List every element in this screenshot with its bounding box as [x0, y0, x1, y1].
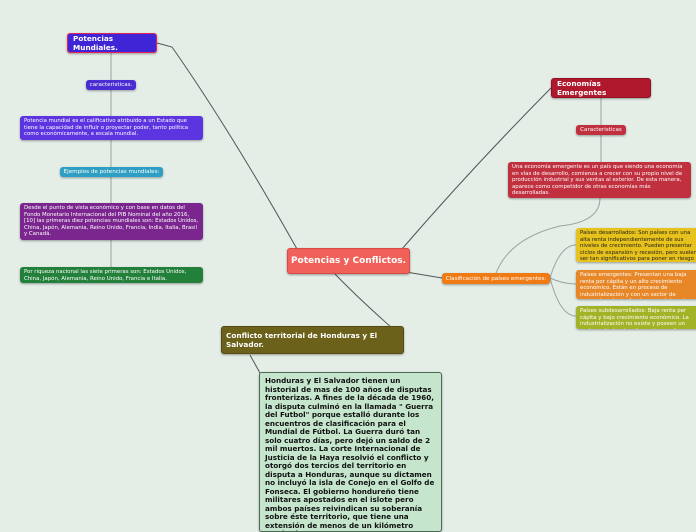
link-central-potencias [156, 42, 298, 250]
economia-emergente-definicion-text: Una economía emergente es un país que si… [512, 164, 683, 197]
link-emer-clas [495, 197, 601, 274]
potencias-mundiales-label: Potencias Mundiales. [73, 34, 118, 52]
ejemplos-node[interactable]: Ejemplos de potencias mundiales: [60, 167, 163, 177]
economias-emergentes-label: Economías Emergentes [557, 79, 607, 97]
riqueza-nacional-text: Por riqueza nacional las siete primeras … [24, 269, 187, 282]
diez-potencias-node[interactable]: Desde el punto de vista económico y con … [20, 203, 203, 240]
paises-subdesarrollados-node[interactable]: Países subdesarrollados: Baja renta per … [576, 306, 696, 329]
link-central-clasificacion [405, 271, 443, 279]
caracteristicas-eco-label: Caracteristicas [580, 127, 622, 133]
paises-emergentes-text: Países emergentes: Presentan una baja re… [580, 272, 688, 299]
caracteristicas-eco-node[interactable]: Caracteristicas [576, 125, 626, 135]
link-conflicto-honduras [249, 354, 261, 374]
diez-potencias-text: Desde el punto de vista económico y con … [24, 205, 199, 238]
conflicto-honduras-texto-node[interactable]: Honduras y El Salvador tienen un histori… [259, 372, 442, 532]
paises-desarrollados-node[interactable]: Países desarrollados: Son países con una… [576, 228, 696, 262]
riqueza-nacional-node[interactable]: Por riqueza nacional las siete primeras … [20, 267, 203, 283]
caracteristicas-label: caracteristicas. [89, 82, 133, 88]
link-clas-desa [549, 244, 577, 279]
potencias-mundiales-node[interactable]: Potencias Mundiales. [67, 33, 157, 53]
paises-emergentes-node[interactable]: Países emergentes: Presentan una baja re… [576, 270, 696, 299]
potencia-definicion-text: Potencia mundial es el calificativo atri… [24, 118, 189, 138]
ejemplos-label: Ejemplos de potencias mundiales: [63, 169, 160, 175]
clasificacion-label: Clasificación de países emergentes: [445, 275, 547, 282]
central-topic-label: Potencias y Conflictos. [290, 256, 407, 266]
link-clas-sub [549, 277, 577, 317]
paises-subdesarrollados-text: Países subdesarrollados: Baja renta per … [580, 308, 689, 329]
paises-desarrollados-text: Países desarrollados: Son países con una… [580, 230, 696, 262]
central-topic[interactable]: Potencias y Conflictos. [287, 248, 410, 274]
economias-emergentes-node[interactable]: Economías Emergentes [551, 78, 651, 98]
clasificacion-node[interactable]: Clasificación de países emergentes: [442, 273, 550, 284]
link-central-economias [401, 87, 552, 250]
conflicto-territorial-node[interactable]: Conflicto territorial de Honduras y El S… [221, 326, 404, 354]
conflicto-territorial-label: Conflicto territorial de Honduras y El S… [226, 331, 378, 349]
connector-lines [110, 42, 602, 374]
economia-emergente-definicion-node[interactable]: Una economía emergente es un país que si… [508, 162, 691, 198]
caracteristicas-node[interactable]: caracteristicas. [86, 80, 136, 90]
potencia-definicion-node[interactable]: Potencia mundial es el calificativo atri… [20, 116, 203, 140]
link-clas-emerg2 [549, 277, 577, 285]
conflicto-honduras-texto: Honduras y El Salvador tienen un histori… [265, 376, 435, 531]
